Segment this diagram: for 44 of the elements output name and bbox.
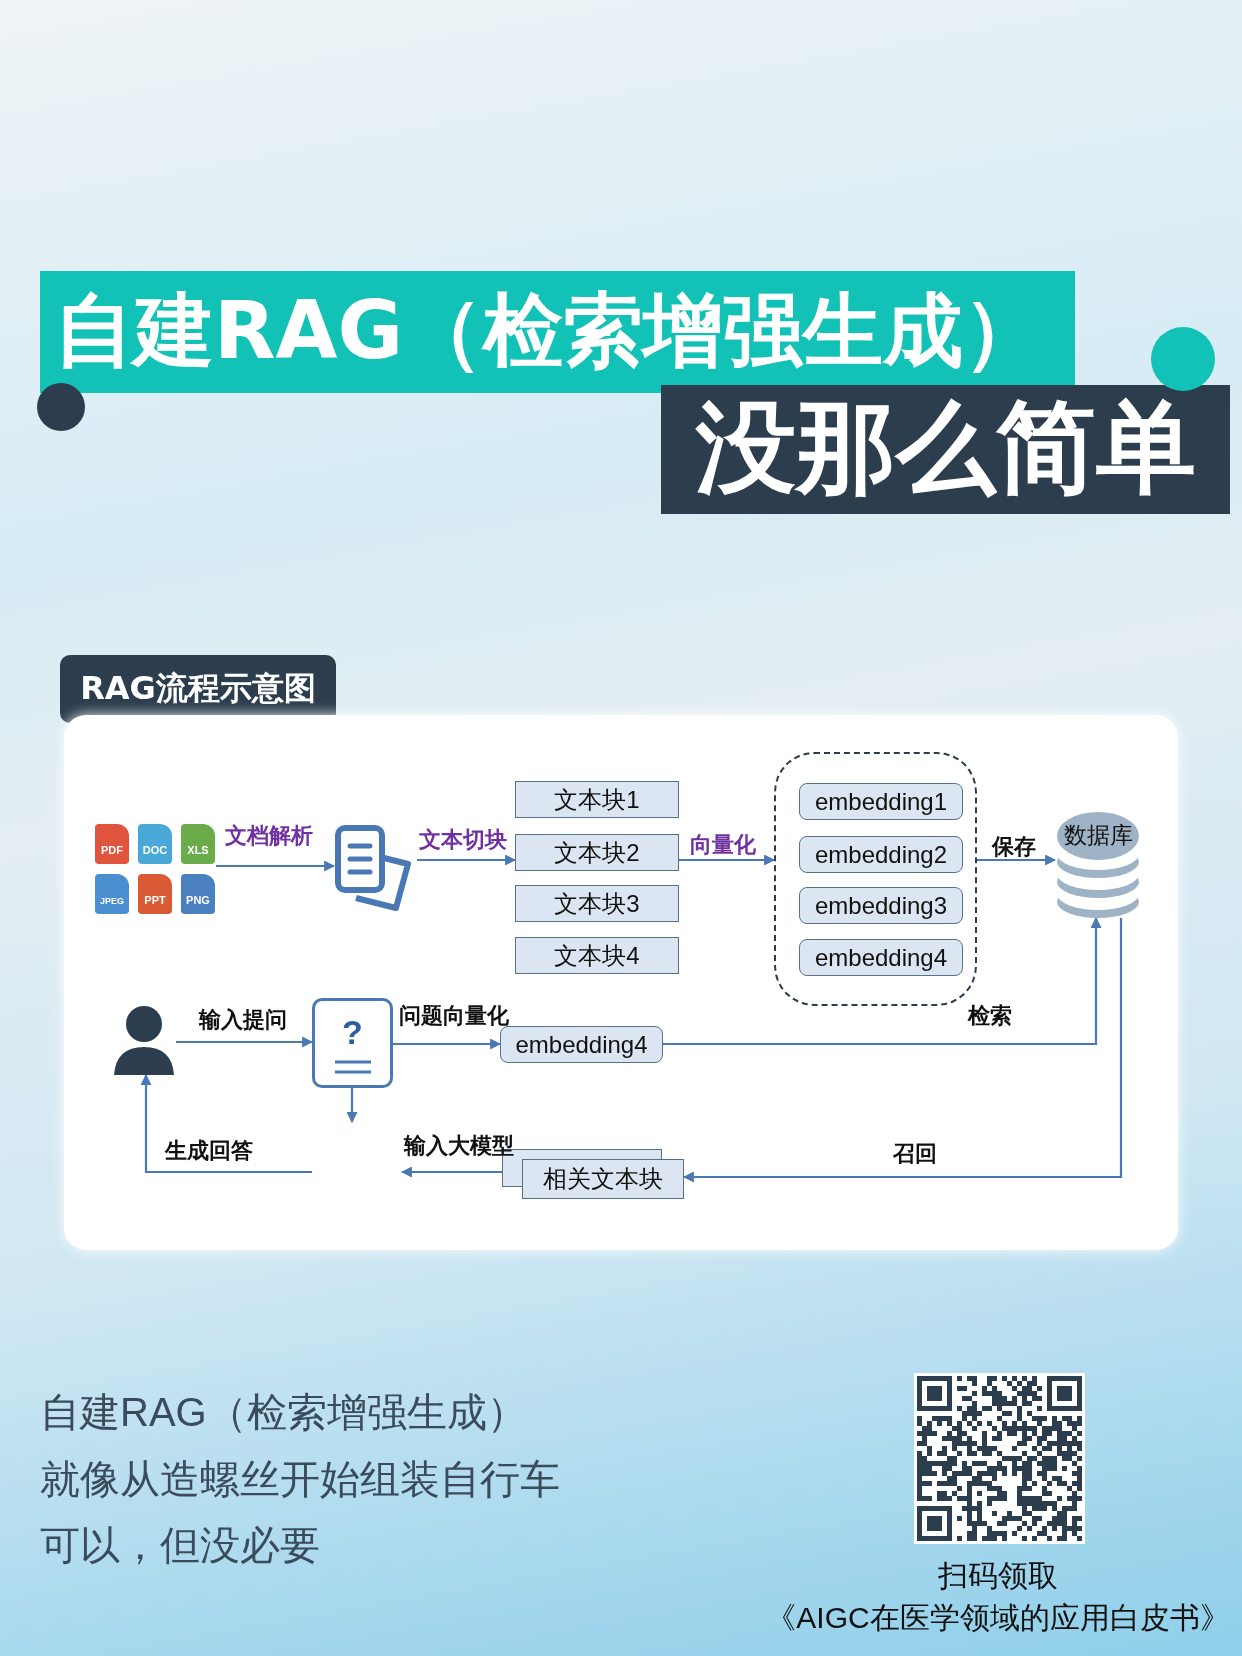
arrow: [682, 918, 1123, 1183]
arrow: [417, 854, 517, 866]
edge-label: 文档解析: [225, 822, 313, 850]
body-text: 可以，但没必要: [40, 1522, 320, 1569]
title-band: 没那么简单: [661, 385, 1230, 514]
edge-label: 保存: [992, 833, 1036, 861]
title-band: 自建RAG（检索增强生成）: [40, 271, 1075, 393]
file-icon: XLS: [181, 824, 215, 864]
text-block-box: 文本块3: [515, 885, 679, 922]
file-icon: DOC: [138, 824, 172, 864]
body-text: 自建RAG（检索增强生成）: [40, 1389, 527, 1436]
edge-label: 召回: [893, 1140, 937, 1168]
embedding-box: embedding1: [799, 783, 963, 820]
arrow: [400, 1166, 502, 1178]
embedding-box: embedding2: [799, 836, 963, 873]
arrow: [346, 1088, 358, 1124]
node-label: 数据库: [1062, 821, 1134, 850]
dashed-group-box: [774, 752, 977, 1006]
file-icon: PNG: [181, 874, 215, 914]
edge-label: 输入提问: [199, 1006, 287, 1034]
edge-label: 向量化: [690, 831, 756, 859]
embedding-box: embedding4: [799, 939, 963, 976]
caption-text: 扫码领取: [938, 1558, 1058, 1594]
edge-label: 生成回答: [165, 1137, 253, 1165]
text-block-box: 文本块1: [515, 781, 679, 818]
text-block-box: 文本块2: [515, 834, 679, 871]
file-icon: PPT: [138, 874, 172, 914]
arrow: [679, 854, 776, 866]
arrow: [216, 860, 336, 872]
caption-text: 《AIGC在医学领域的应用白皮书》: [766, 1600, 1230, 1636]
arrow: [663, 916, 1102, 1046]
arrow: [977, 854, 1057, 866]
text-block-box: 文本块4: [515, 937, 679, 974]
edge-label: 检索: [968, 1002, 1012, 1030]
arrow: [176, 1036, 314, 1048]
file-icon: PDF: [95, 824, 129, 864]
embedding-box: embedding3: [799, 887, 963, 924]
arrow: [393, 1038, 502, 1050]
embedding-box: embedding4: [500, 1026, 663, 1063]
body-text: 就像从造螺丝开始组装自行车: [40, 1456, 560, 1503]
file-icon: JPEG: [95, 874, 129, 914]
question-icon: ?: [312, 998, 393, 1088]
edge-label: 文本切块: [419, 826, 507, 854]
arrow: [140, 1073, 312, 1174]
